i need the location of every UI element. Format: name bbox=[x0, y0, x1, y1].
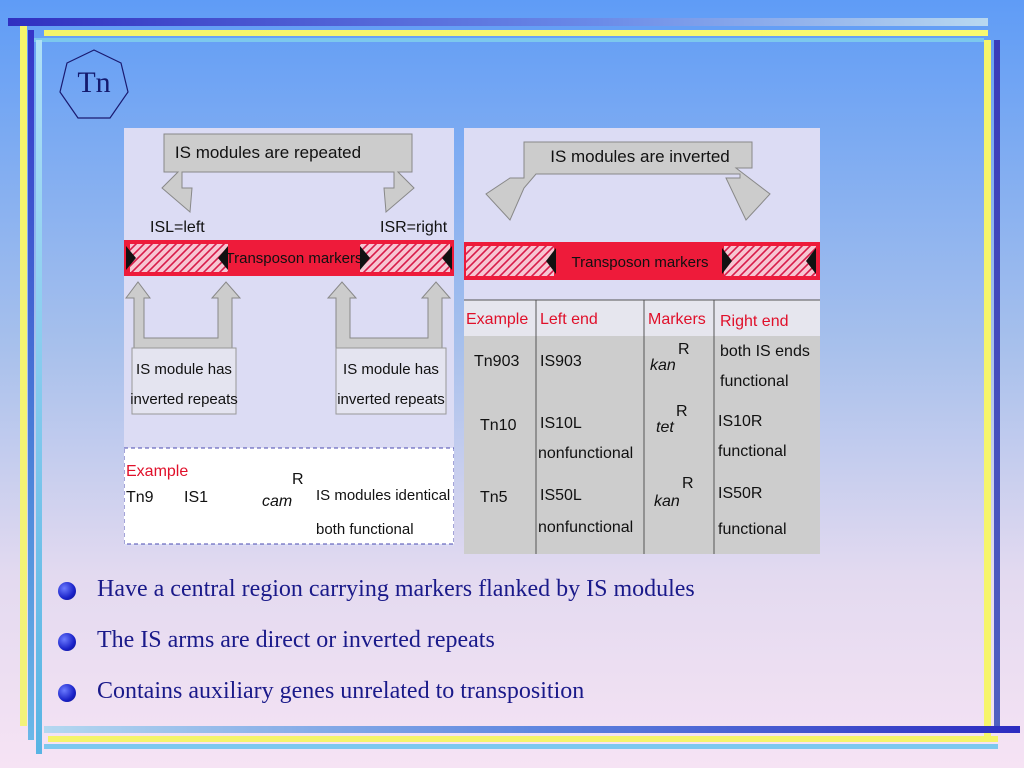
bullet-list: Have a central region carrying markers f… bbox=[58, 576, 958, 729]
bullet-item: The IS arms are direct or inverted repea… bbox=[58, 627, 958, 678]
table-row1-left: IS903 bbox=[540, 353, 582, 370]
frame-left-cyan bbox=[36, 40, 42, 754]
frame-top-yellow bbox=[44, 30, 988, 36]
isr-repeat-right bbox=[442, 246, 452, 270]
left-callout-line2: inverted repeats bbox=[130, 391, 238, 408]
left-callout-line1: IS module has bbox=[136, 361, 232, 378]
table-row2-left1: IS10L bbox=[540, 415, 582, 432]
example-table-bg bbox=[464, 300, 820, 554]
table-row2-right2: functional bbox=[718, 443, 787, 460]
table-row2-marker: tet bbox=[656, 419, 674, 436]
table-header-markers: Markers bbox=[648, 311, 706, 328]
right-isr-repeat-left bbox=[722, 248, 732, 274]
slide-title-badge: Tn bbox=[58, 48, 130, 126]
table-row3-marker: kan bbox=[654, 493, 680, 510]
table-row1-right2: functional bbox=[720, 373, 789, 390]
isl-label: ISL=left bbox=[150, 219, 205, 236]
frame-left-yellow bbox=[20, 26, 27, 726]
right-figure: IS modules are inverted Transposon marke… bbox=[464, 128, 820, 554]
frame-top-cyan bbox=[34, 38, 984, 42]
isl-repeat-right bbox=[218, 246, 228, 270]
right-isl-repeat bbox=[546, 248, 556, 274]
frame-right-yellow bbox=[984, 40, 991, 740]
right-isr-module bbox=[724, 246, 816, 276]
isr-label: ISR=right bbox=[380, 219, 448, 236]
left-example-is: IS1 bbox=[184, 489, 208, 506]
frame-right-blue bbox=[994, 40, 1000, 730]
left-callout-box bbox=[131, 347, 237, 415]
right-callout-line2: inverted repeats bbox=[337, 391, 445, 408]
frame-bottom-blue bbox=[44, 726, 1020, 733]
isl-module bbox=[130, 244, 228, 272]
bullet-dot-icon bbox=[58, 582, 76, 600]
table-row2-left2: nonfunctional bbox=[538, 445, 633, 462]
right-isl-module bbox=[466, 246, 554, 276]
example-table-header-bg bbox=[464, 300, 820, 336]
table-row3-left1: IS50L bbox=[540, 487, 582, 504]
bullet-dot-icon bbox=[58, 684, 76, 702]
left-example-note2: both functional bbox=[316, 521, 414, 538]
left-example-marker-sup: R bbox=[292, 471, 304, 488]
left-callout-arrow bbox=[125, 281, 242, 349]
right-center-label: Transposon markers bbox=[572, 254, 709, 271]
bullet-item: Contains auxiliary genes unrelated to tr… bbox=[58, 678, 958, 729]
frame-bottom-cyan bbox=[44, 744, 998, 749]
table-row2-marker-sup: R bbox=[676, 403, 688, 420]
left-example-marker: cam bbox=[262, 493, 292, 510]
left-figure: IS modules are repeated ISL=left ISR=rig… bbox=[124, 128, 454, 546]
table-row1-example: Tn903 bbox=[474, 353, 519, 370]
left-center-label: Transposon markers bbox=[226, 250, 363, 267]
table-row1-marker: kan bbox=[650, 357, 676, 374]
frame-top-blue bbox=[8, 18, 988, 26]
isr-module bbox=[360, 244, 450, 272]
right-isr-repeat-right bbox=[806, 248, 816, 274]
frame-left-blue bbox=[28, 30, 34, 740]
repeated-top-arrow bbox=[161, 133, 415, 214]
table-row2-example: Tn10 bbox=[480, 417, 517, 434]
bullet-text: Contains auxiliary genes unrelated to tr… bbox=[97, 678, 585, 704]
bullet-item: Have a central region carrying markers f… bbox=[58, 576, 958, 627]
left-example-note1: IS modules identical bbox=[316, 487, 450, 504]
left-example-name: Tn9 bbox=[126, 489, 154, 506]
table-row1-right1: both IS ends bbox=[720, 343, 810, 360]
table-header-example: Example bbox=[466, 311, 528, 328]
frame-bottom-yellow bbox=[48, 736, 998, 742]
right-callout-arrow bbox=[326, 281, 452, 349]
table-row3-right1: IS50R bbox=[718, 485, 762, 502]
slide-title: Tn bbox=[77, 66, 111, 99]
table-row3-example: Tn5 bbox=[480, 489, 508, 506]
right-callout-line1: IS module has bbox=[343, 361, 439, 378]
bullet-text: The IS arms are direct or inverted repea… bbox=[97, 627, 495, 653]
table-row1-marker-sup: R bbox=[678, 341, 690, 358]
right-heading: IS modules are inverted bbox=[550, 147, 730, 166]
table-row3-left2: nonfunctional bbox=[538, 519, 633, 536]
left-heading: IS modules are repeated bbox=[175, 143, 361, 162]
inverted-top-arrow bbox=[485, 141, 771, 221]
table-header-left-end: Left end bbox=[540, 311, 598, 328]
table-row2-right1: IS10R bbox=[718, 413, 762, 430]
table-header-right-end: Right end bbox=[720, 313, 789, 330]
right-callout-box bbox=[335, 347, 447, 415]
isl-repeat-left bbox=[126, 246, 136, 270]
table-row3-right2: functional bbox=[718, 521, 787, 538]
table-row3-marker-sup: R bbox=[682, 475, 694, 492]
left-example-box bbox=[124, 447, 454, 545]
isr-repeat-left bbox=[360, 246, 370, 270]
left-example-title: Example bbox=[126, 463, 188, 480]
bullet-dot-icon bbox=[58, 633, 76, 651]
bullet-text: Have a central region carrying markers f… bbox=[97, 576, 695, 602]
heptagon-shape bbox=[59, 49, 129, 119]
